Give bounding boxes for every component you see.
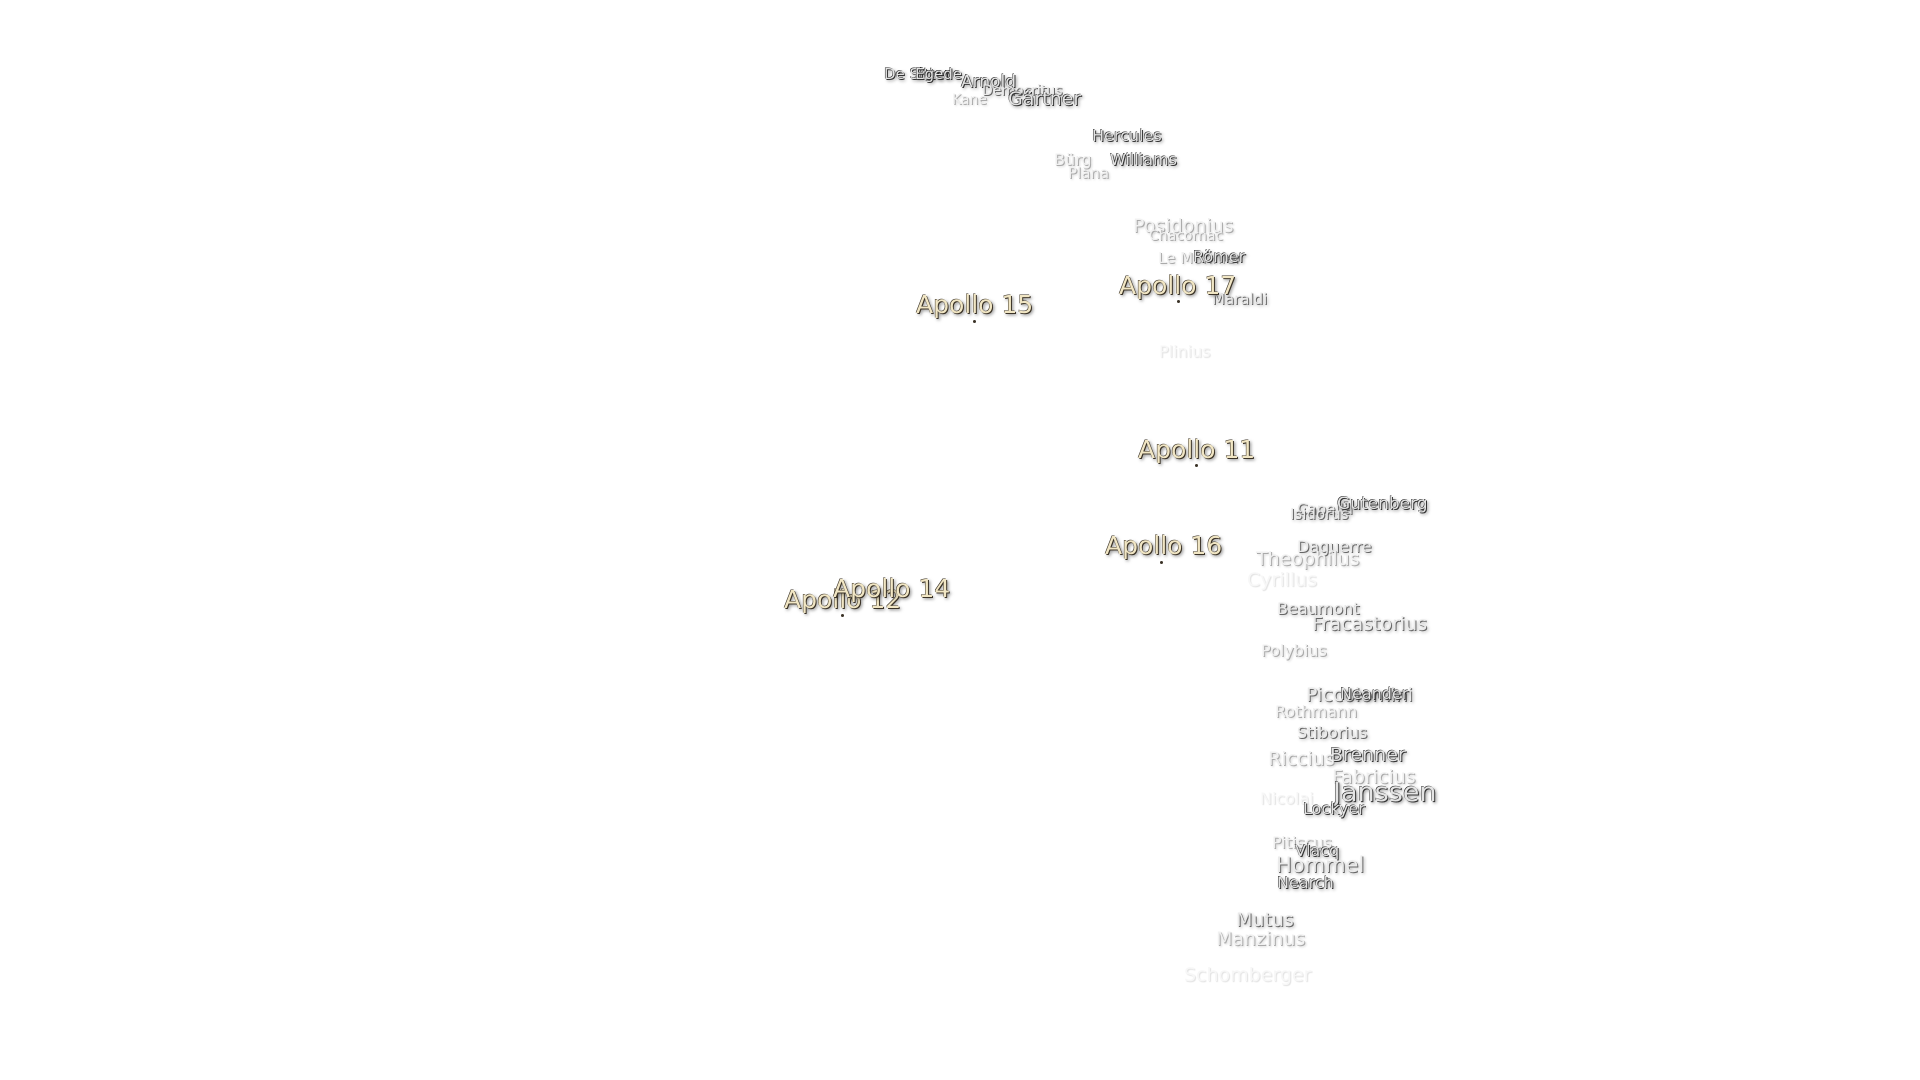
crater-label-nearch[interactable]: Nearch (1277, 873, 1334, 892)
crater-label-romer[interactable]: Römer (1193, 247, 1246, 266)
crater-label-gartner[interactable]: Gärtner (1008, 88, 1082, 110)
crater-label-maraldi[interactable]: Maraldi (1212, 290, 1268, 308)
landing-site-marker-apollo-11[interactable] (1195, 464, 1198, 467)
landing-site-marker-apollo-17[interactable] (1177, 300, 1180, 303)
crater-label-mutus[interactable]: Mutus (1236, 909, 1294, 931)
crater-label-williams[interactable]: Williams (1110, 150, 1177, 169)
crater-label-de-sitter[interactable]: De Sitter (884, 65, 951, 83)
crater-label-isidorus[interactable]: Isidorus (1290, 505, 1349, 523)
crater-label-nicolai[interactable]: Nicolai (1260, 789, 1314, 808)
crater-label-hercules[interactable]: Hercules (1092, 126, 1162, 145)
crater-label-stiborius[interactable]: Stiborius (1297, 723, 1368, 742)
crater-label-schomberger[interactable]: Schomberger (1184, 964, 1312, 986)
crater-label-kane[interactable]: Kane (952, 92, 987, 108)
crater-label-riccius[interactable]: Riccius (1268, 748, 1335, 770)
apollo-label-16[interactable]: Apollo 16 (1105, 531, 1223, 560)
crater-label-manzinus[interactable]: Manzinus (1216, 928, 1306, 950)
crater-label-hommel[interactable]: Hommel (1276, 853, 1365, 877)
apollo-label-12[interactable]: Apollo 12 (784, 585, 902, 614)
apollo-label-17[interactable]: Apollo 17 (1119, 271, 1237, 300)
crater-label-pitiscus[interactable]: Pitiscus (1272, 833, 1333, 852)
crater-label-plana[interactable]: Plana (1068, 164, 1110, 182)
crater-label-polybius[interactable]: Polybius (1261, 641, 1327, 660)
crater-label-fabricius[interactable]: Fabricius (1332, 766, 1416, 788)
crater-label-plinius[interactable]: Plinius (1159, 342, 1211, 361)
crater-label-brenner[interactable]: Brenner (1330, 744, 1406, 766)
crater-label-daguerre[interactable]: Daguerre (1297, 537, 1372, 556)
crater-label-le-monnier[interactable]: Le Monnier (1158, 249, 1241, 267)
crater-label-egede[interactable]: Egede (915, 65, 962, 83)
crater-label-burg[interactable]: Bürg (1054, 150, 1092, 169)
crater-label-theophilus[interactable]: Theophilus (1256, 548, 1360, 570)
crater-label-rothmann[interactable]: Rothmann (1275, 702, 1358, 721)
crater-label-lockyer[interactable]: Lockyer (1303, 799, 1365, 818)
landing-site-marker-apollo-16[interactable] (1160, 561, 1163, 564)
crater-label-neander[interactable]: Neander (1340, 684, 1409, 703)
crater-label-piccolomini[interactable]: Piccolomini (1306, 684, 1413, 706)
crater-label-gutenberg[interactable]: Gutenberg (1337, 494, 1428, 514)
crater-label-posidonius[interactable]: Posidonius (1133, 215, 1234, 237)
crater-label-democritus[interactable]: Democritus (982, 83, 1063, 99)
crater-label-cyrillus[interactable]: Cyrillus (1247, 569, 1318, 591)
crater-label-chacornac[interactable]: Chacornac (1149, 228, 1224, 244)
apollo-label-15[interactable]: Apollo 15 (916, 290, 1034, 319)
crater-label-arnold[interactable]: Arnold (961, 72, 1017, 92)
crater-label-vlacq[interactable]: Vlacq (1295, 841, 1340, 860)
apollo-label-14[interactable]: Apollo 14 (833, 574, 951, 603)
crater-label-beaumont[interactable]: Beaumont (1277, 599, 1360, 618)
landing-site-marker-apollo-14[interactable] (841, 614, 844, 617)
landing-site-marker-apollo-15[interactable] (973, 320, 976, 323)
crater-label-capella[interactable]: Capella (1297, 500, 1353, 518)
crater-label-fracastorius[interactable]: Fracastorius (1312, 613, 1428, 635)
apollo-label-11[interactable]: Apollo 11 (1138, 435, 1256, 464)
crater-label-janssen[interactable]: Janssen (1333, 777, 1437, 808)
